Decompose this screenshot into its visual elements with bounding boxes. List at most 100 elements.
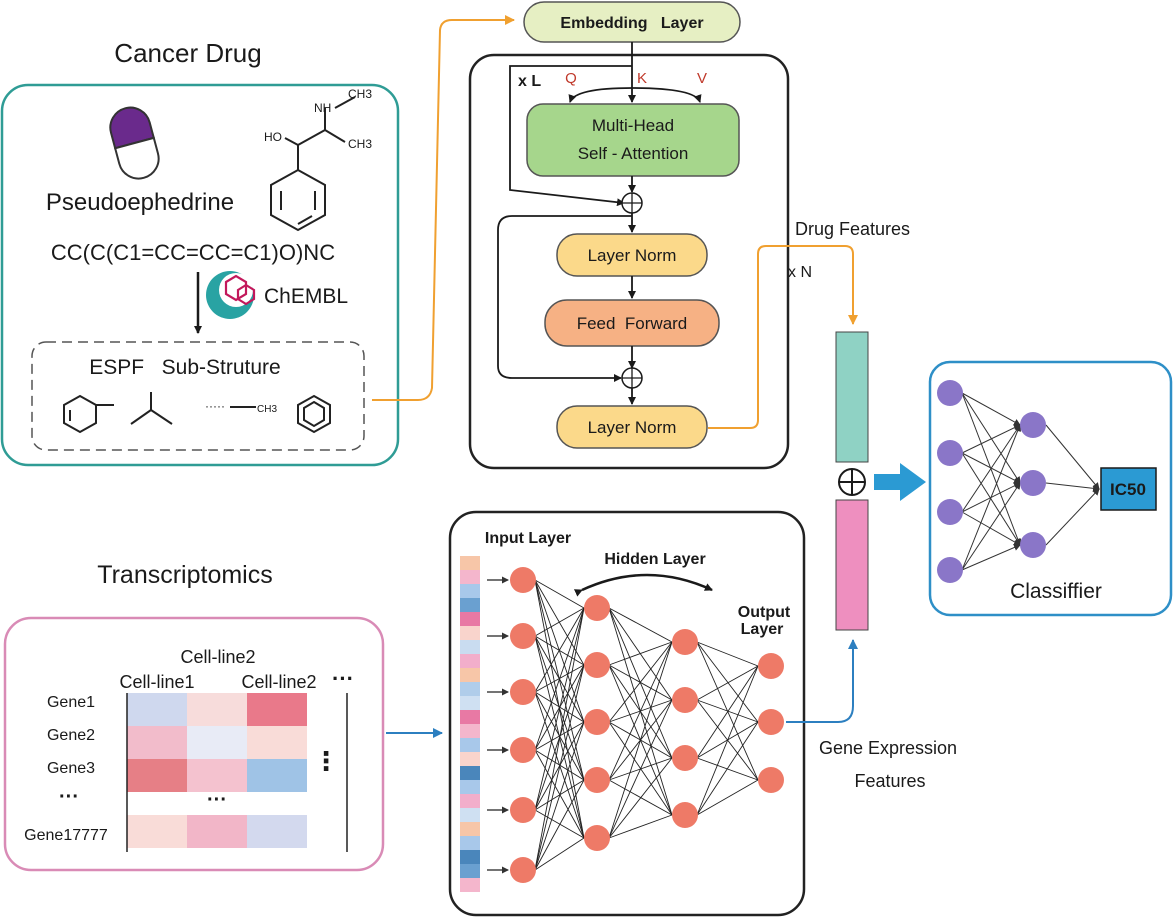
hidden-layer-bracket [573,573,713,597]
input-strip-cell [460,864,480,878]
mlp-edge [534,779,585,871]
classifier-network [937,380,1100,583]
mlp-node [672,745,698,771]
input-strip-cell [460,612,480,626]
classifier-node [937,557,963,583]
gene-label-3: Gene3 [47,760,95,777]
col-label-1: Cell-line1 [119,672,194,692]
mlp-edge [534,607,585,751]
mlp-edge [696,779,759,816]
mol-label-ho: HO [264,130,282,144]
mlp-edge [608,814,673,839]
classifier-edge [1045,424,1100,490]
mhsa-label-2: Self - Attention [578,144,689,163]
input-strip-cell [460,654,480,668]
mlp-edge [534,607,585,871]
mol-label-ch3-top: CH3 [348,87,372,101]
mlp-edge [696,721,759,816]
mlp-node [758,709,784,735]
norm-to-drug-vector-arrow [708,245,858,429]
mlp-box [448,510,806,917]
matrix-row-more: ··· [207,789,227,811]
input-strip-cell [460,808,480,822]
ic50-box [1100,467,1157,511]
transcriptomics-title: Transcriptomics [97,561,273,589]
input-strip-cell [460,626,480,640]
input-strip-cell [460,766,480,780]
mlp-edge [608,607,673,701]
drug-panel-box [0,83,400,467]
mlp-node [584,595,610,621]
mlp-edge [696,665,759,816]
input-strip-cell [460,794,480,808]
mlp-node [510,737,536,763]
concat-icon [838,468,866,496]
mlp-edge [534,721,585,871]
matrix-cell [127,693,187,726]
mlp-node [672,629,698,655]
classifier-edge [961,424,1021,513]
mlp-edge [696,665,759,759]
transformer-box [468,53,790,470]
col-label-2: Cell-line2 [241,672,316,692]
drug-features-label: Drug Features [795,219,910,239]
residual-2-arrow [497,215,632,382]
drug-name: Pseudoephedrine [46,189,234,216]
embedding-layer-label: Embedding Layer [560,15,703,32]
input-strip-cell [460,836,480,850]
classifier-edge [961,392,1021,484]
drug-panel-title: Cancer Drug [114,38,261,68]
mlp-edge [696,641,759,723]
matrix-cell [247,759,307,792]
mlp-edge [534,664,585,871]
mlp-node [510,567,536,593]
layer-norm-2 [556,405,708,449]
qkv-arrows [509,42,702,207]
mlp-edge [608,641,673,781]
mlp-node [672,802,698,828]
mlp-edge [534,721,585,751]
mlp-edge [534,607,585,637]
mlp-edge [608,757,673,839]
matrix-cell [127,815,187,848]
chembl-label: ChEMBL [264,285,348,308]
pseudoephedrine-structure [270,96,356,232]
classifier-node [1020,412,1046,438]
gene-feature-vector [835,499,869,631]
matrix-cell [247,726,307,759]
gene-label-last: Gene17777 [24,827,108,844]
matrix-cell [127,759,187,792]
mhsa-label-1: Multi-Head [592,116,674,135]
classifier-node [937,499,963,525]
col-label-top: Cell-line2 [180,647,255,667]
mlp-edge [608,641,673,839]
input-strip-cell [460,780,480,794]
v-label: V [697,70,707,87]
multi-head-attention [526,103,740,177]
output-layer-label-1: Output [738,604,791,621]
classifier-edge [1045,488,1100,546]
input-strip-cell [460,584,480,598]
classifier-node [1020,532,1046,558]
gene-features-label-2: Features [854,771,925,791]
classifier-edge [961,424,1021,454]
classifier-edge [961,392,1021,426]
layer-norm-1-label: Layer Norm [588,246,677,265]
matrix-cell [187,693,247,726]
input-strip-cell [460,752,480,766]
mlp-edge [696,641,759,667]
mlp-node [584,709,610,735]
input-strip-cell [460,570,480,584]
mlp-node [510,679,536,705]
pill-icon [109,106,160,180]
gene-label-more: ··· [59,786,79,808]
gene-label-2: Gene2 [47,727,95,744]
espf-ellipsis: ····· [205,399,225,413]
gene-features-label-1: Gene Expression [819,738,957,758]
classifier-edge [961,452,1021,546]
mlp-node [672,687,698,713]
mlp-edges [534,579,759,871]
add-node-1 [621,192,643,214]
input-strip-cell [460,682,480,696]
mlp-node [510,857,536,883]
